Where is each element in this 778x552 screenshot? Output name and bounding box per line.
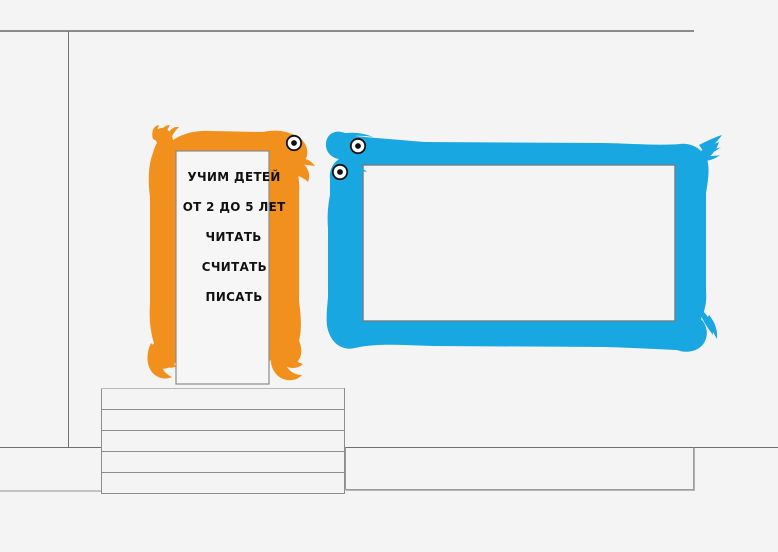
table-cell[interactable] [101,388,345,410]
table-cell[interactable] [101,409,345,431]
orange-creature-frame-graphic [147,125,315,385]
blue-creature-frame[interactable] [315,125,725,365]
table-cell[interactable] [101,472,345,494]
table-grid [101,388,345,494]
table-row[interactable] [101,472,345,494]
rule-vertical-left [68,31,69,448]
blue-frame-eye-lower [331,163,349,181]
orange-frame-panel [175,150,270,385]
blue-frame-panel [362,164,676,322]
orange-creature-frame[interactable] [145,125,330,390]
rule-horizontal-top [0,30,694,32]
table-row[interactable] [101,451,345,473]
rule-horizontal-bottom-left [0,490,104,492]
blue-frame-eye-upper [349,137,367,155]
table-row[interactable] [101,409,345,431]
empty-content-table[interactable] [101,388,345,494]
table-row[interactable] [101,430,345,452]
table-cell[interactable] [101,430,345,452]
table-row[interactable] [101,388,345,410]
blue-creature-frame-graphic [325,131,722,352]
orange-frame-eye [285,134,303,152]
empty-content-box[interactable] [345,447,694,490]
table-cell[interactable] [101,451,345,473]
